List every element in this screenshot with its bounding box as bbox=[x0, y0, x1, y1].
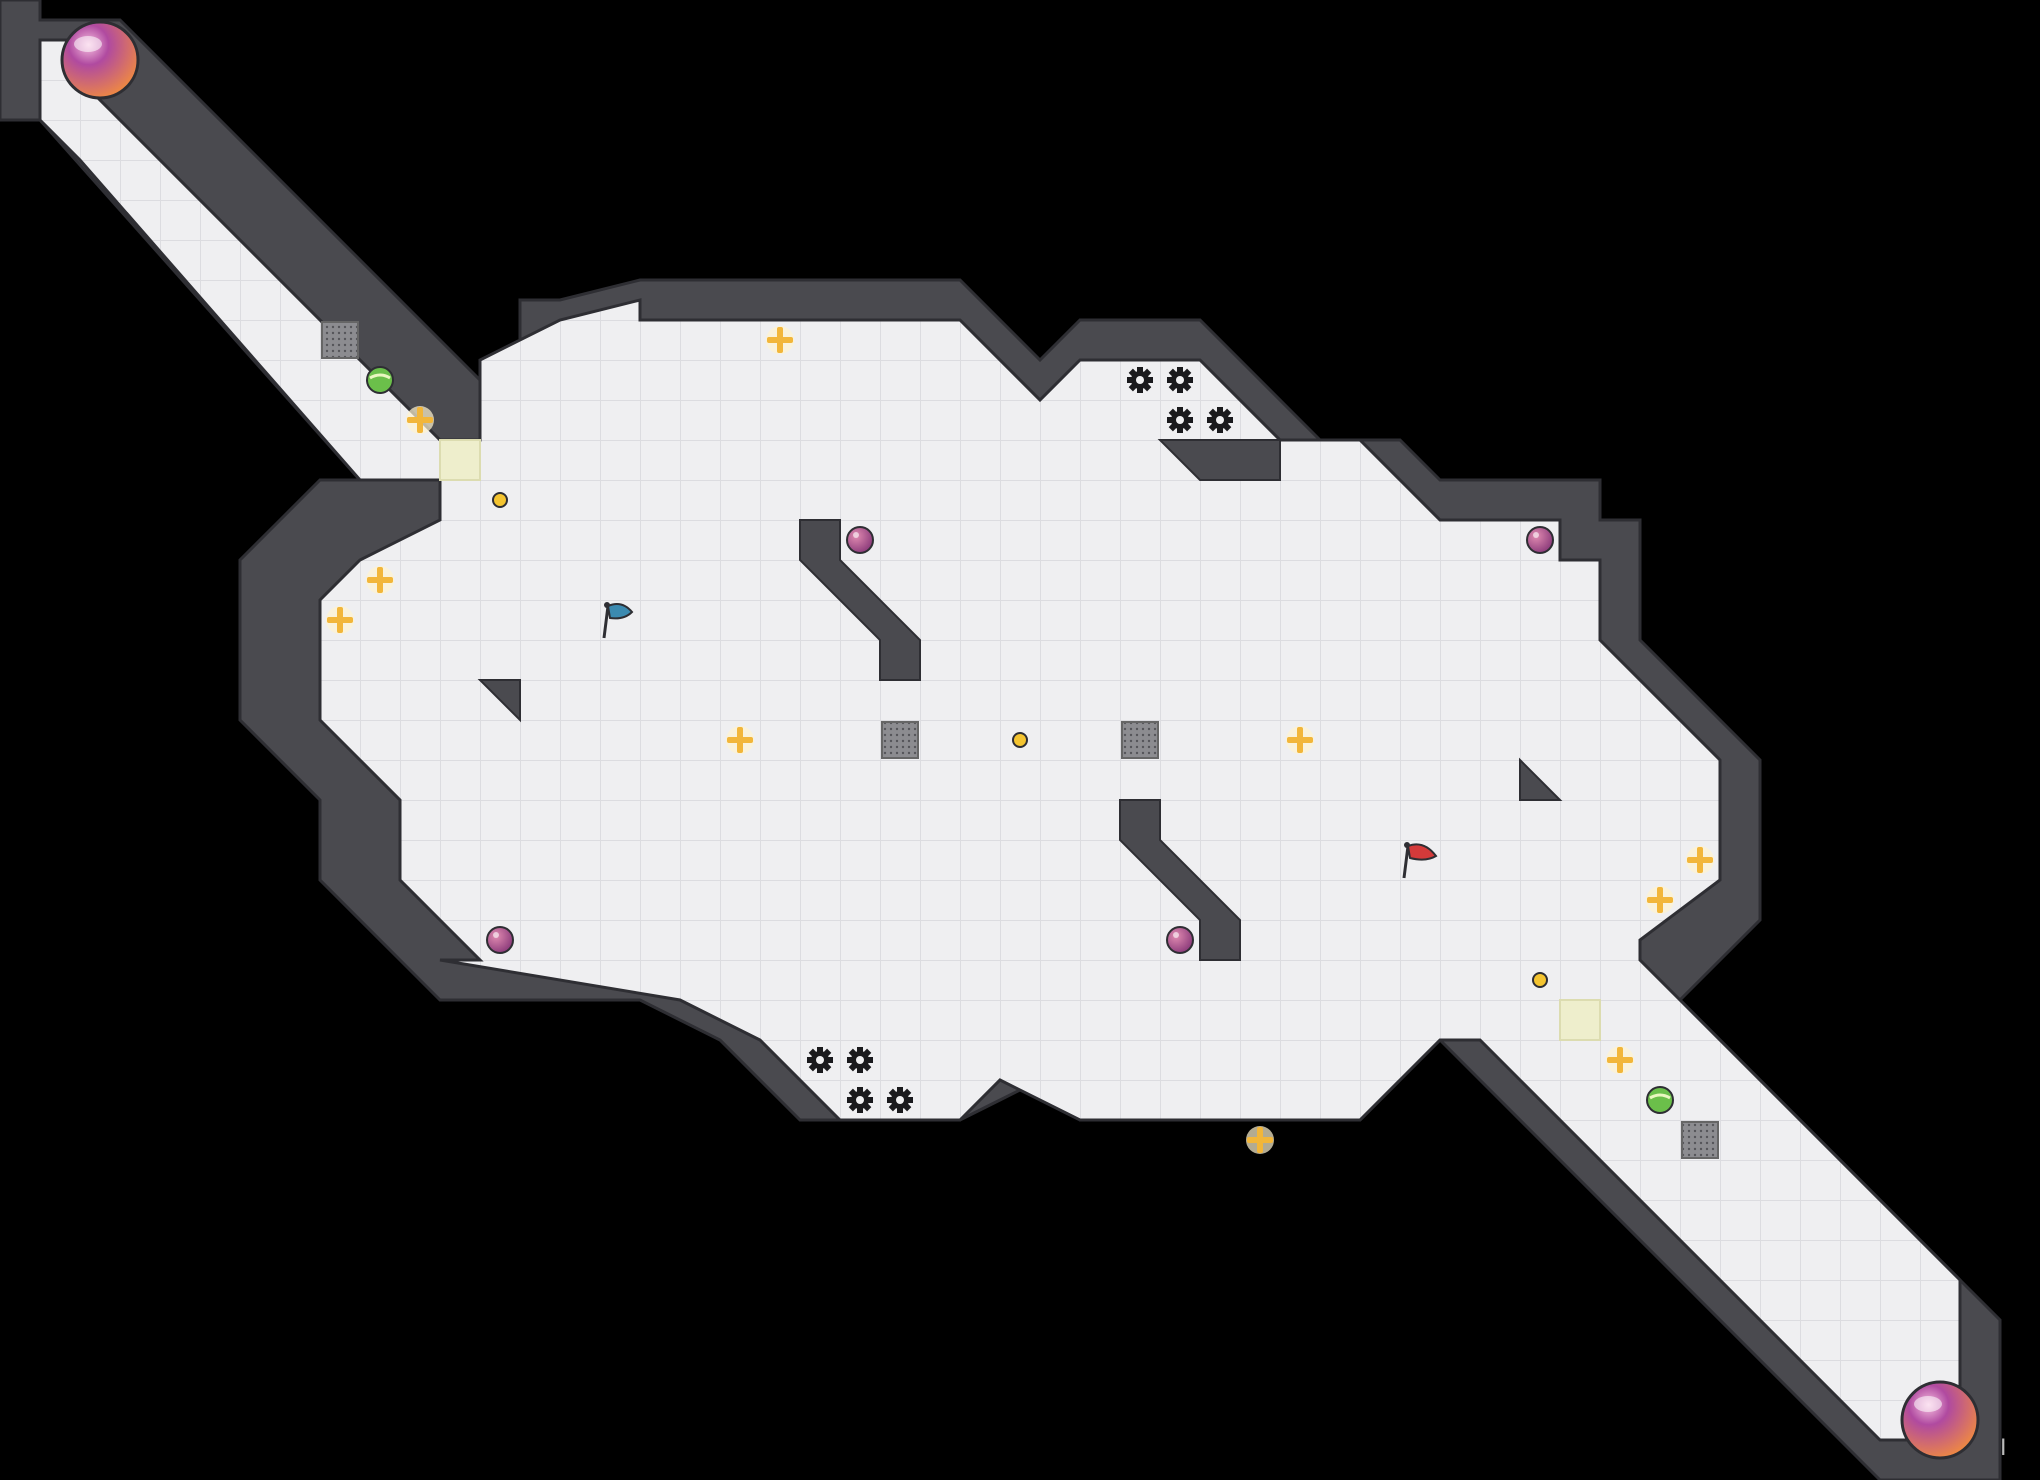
boost-plus-icon bbox=[726, 726, 754, 754]
gear-hazards bbox=[807, 367, 1233, 1113]
bomb-icon bbox=[846, 526, 874, 554]
blue-flag-icon[interactable] bbox=[602, 602, 634, 639]
vent-grates bbox=[321, 321, 1719, 1159]
boost-plus-icon bbox=[406, 406, 434, 434]
boost-plus-icon bbox=[1646, 886, 1674, 914]
coins[interactable] bbox=[492, 492, 1548, 988]
boost-plus-icon bbox=[1246, 1126, 1274, 1154]
boost-plus-icon bbox=[366, 566, 394, 594]
coin-icon[interactable] bbox=[492, 492, 508, 508]
gear-hazard-icon bbox=[1167, 407, 1193, 433]
corner-mark: I bbox=[2000, 1436, 2007, 1461]
boost-plus-icon bbox=[1606, 1046, 1634, 1074]
gear-hazard-icon bbox=[847, 1087, 873, 1113]
boost-plus-icon bbox=[766, 326, 794, 354]
boost-plus-icon bbox=[1286, 726, 1314, 754]
vent-grate-icon bbox=[881, 721, 919, 759]
coin-icon[interactable] bbox=[1012, 732, 1028, 748]
gear-hazard-icon bbox=[1167, 367, 1193, 393]
bomb-icon bbox=[486, 926, 514, 954]
gear-hazard-icon bbox=[847, 1047, 873, 1073]
pressure-pad-icon bbox=[439, 439, 481, 481]
goal-orb-top-left[interactable] bbox=[60, 20, 140, 100]
green-orb-icon bbox=[366, 366, 394, 394]
vent-grate-icon bbox=[1121, 721, 1159, 759]
bomb-icon bbox=[1526, 526, 1554, 554]
vent-grate-icon bbox=[321, 321, 359, 359]
gear-hazard-icon bbox=[1207, 407, 1233, 433]
bomb-icon bbox=[1166, 926, 1194, 954]
green-orbs[interactable] bbox=[366, 366, 1674, 1114]
gear-hazard-icon bbox=[887, 1087, 913, 1113]
vent-grate-icon bbox=[1681, 1121, 1719, 1159]
pressure-pad-icon bbox=[1559, 999, 1601, 1041]
red-flag-icon[interactable] bbox=[1402, 842, 1438, 879]
boost-plus-icon bbox=[1686, 846, 1714, 874]
goal-orb-bottom-right[interactable] bbox=[1900, 1380, 1980, 1460]
interior-walls bbox=[477, 439, 1563, 961]
pressure-pads[interactable] bbox=[439, 439, 1601, 1041]
boost-markers bbox=[326, 326, 1714, 1154]
boost-plus-icon bbox=[326, 606, 354, 634]
gear-hazard-icon bbox=[807, 1047, 833, 1073]
bombs bbox=[486, 526, 1554, 954]
gear-hazard-icon bbox=[1127, 367, 1153, 393]
green-orb-icon bbox=[1646, 1086, 1674, 1114]
coin-icon[interactable] bbox=[1532, 972, 1548, 988]
